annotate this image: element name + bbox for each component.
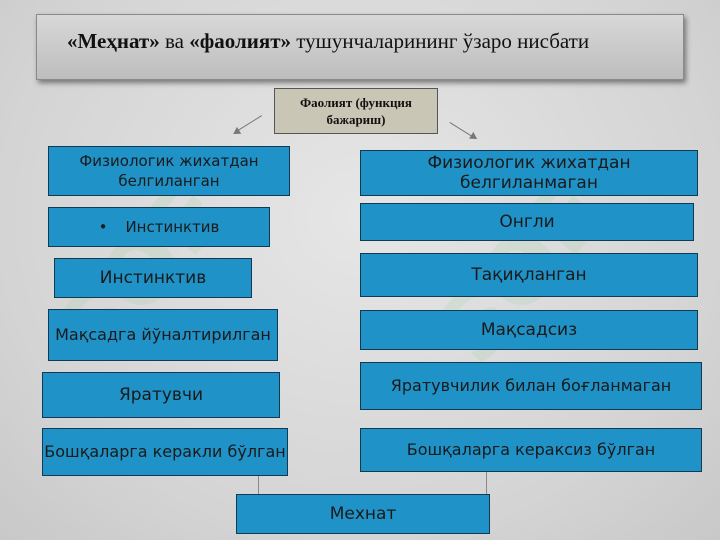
- left-node-3: Инстинктив: [54, 258, 252, 298]
- diagram-title: «Меҳнат» ва «фаолият» тушунчаларининг ўз…: [67, 29, 590, 53]
- activity-node: Фаолият (функция бажариш): [274, 88, 438, 134]
- right-node-4: Мақсадсиз: [360, 310, 698, 350]
- left-node-4: Мақсадга йўналтирилган: [48, 309, 278, 361]
- right-node-1: Физиологик жихатдан белгиланмаган: [360, 150, 698, 196]
- title-banner: «Меҳнат» ва «фаолият» тушунчаларининг ўз…: [36, 14, 684, 80]
- bullet-icon: •: [98, 218, 108, 236]
- left-node-5: Яратувчи: [42, 372, 280, 418]
- left-node-2: •Инстинктив: [48, 207, 270, 247]
- left-node-1: Физиологик жихатдан белгиланган: [48, 146, 290, 196]
- right-node-3: Тақиқланган: [360, 253, 698, 297]
- right-node-5: Яратувчилик билан боғланмаган: [360, 362, 702, 410]
- activity-node-line1: Фаолият (функция: [300, 95, 412, 110]
- labour-node: Мехнат: [236, 494, 490, 534]
- connector-left: [258, 476, 259, 496]
- activity-node-line2: бажариш): [326, 112, 386, 127]
- right-node-2: Онгли: [360, 203, 694, 241]
- connector-right: [486, 472, 487, 496]
- left-node-6: Бошқаларга керакли бўлган: [42, 428, 288, 476]
- arrow-right: [449, 122, 476, 139]
- right-node-6: Бошқаларга кераксиз бўлган: [360, 428, 702, 472]
- arrow-left: [234, 115, 262, 133]
